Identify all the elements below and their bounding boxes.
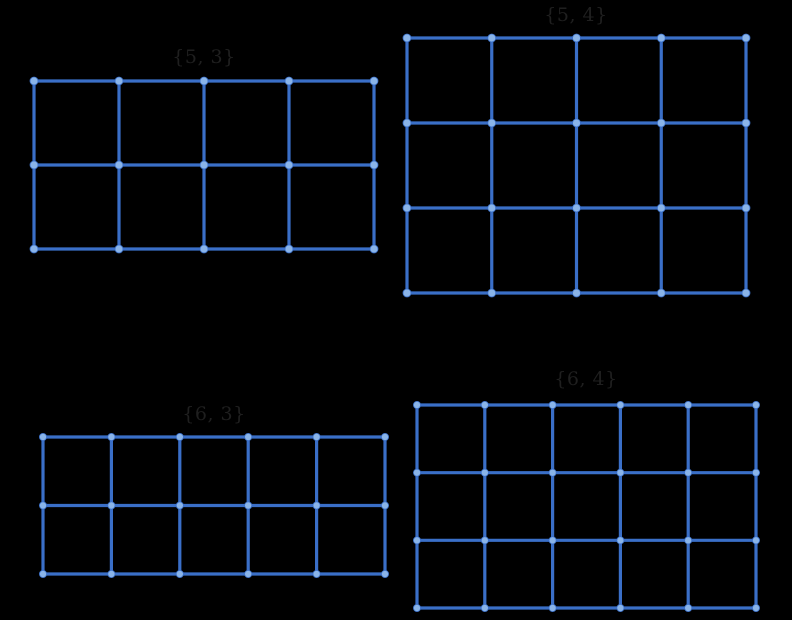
graph-node [39, 570, 48, 579]
graph-node [616, 400, 625, 409]
grid-graph-6-3 [39, 432, 389, 579]
graph-node [487, 33, 497, 43]
graph-node [616, 536, 625, 545]
graph-node [312, 501, 321, 510]
graph-node [487, 118, 497, 128]
graph-node [487, 203, 497, 213]
graph-node [402, 118, 412, 128]
graph-node [107, 501, 116, 510]
graph-node [312, 432, 321, 441]
graph-node [199, 160, 209, 170]
graph-node [284, 76, 294, 86]
graph-node [114, 244, 124, 254]
panel-title-6-3: {6, 3} [182, 403, 246, 425]
graph-node [244, 570, 253, 579]
graph-node [284, 244, 294, 254]
graph-node [412, 400, 421, 409]
graph-node [107, 570, 116, 579]
panel-title-6-4: {6, 4} [554, 368, 618, 390]
graph-node [39, 501, 48, 510]
graph-node [616, 468, 625, 477]
graph-node [572, 203, 581, 213]
graph-node [656, 118, 666, 128]
graph-node [312, 570, 321, 579]
graph-node [752, 400, 761, 409]
graph-node [412, 468, 421, 477]
graph-node [244, 501, 253, 510]
graph-node [284, 160, 294, 170]
graph-node [480, 604, 489, 613]
graph-node [656, 33, 666, 43]
graph-node [412, 604, 421, 613]
graph-node [656, 203, 666, 213]
graph-node [29, 160, 39, 170]
graph-node [572, 118, 581, 128]
graph-node [369, 244, 379, 254]
graph-node [480, 468, 489, 477]
graph-node [548, 536, 557, 545]
graph-node [548, 604, 557, 613]
graph-node [114, 76, 124, 86]
graph-node [741, 118, 751, 128]
graph-node [487, 288, 497, 298]
graph-node [480, 536, 489, 545]
graph-node [29, 244, 39, 254]
panel-title-5-3: {5, 3} [172, 46, 236, 68]
graph-node [380, 501, 389, 510]
graph-node [380, 570, 389, 579]
graph-node [39, 432, 48, 441]
graph-node [548, 468, 557, 477]
graph-node [752, 468, 761, 477]
graph-node [548, 400, 557, 409]
graph-node [656, 288, 666, 298]
graph-node [752, 604, 761, 613]
graph-node [741, 33, 751, 43]
graph-node [369, 76, 379, 86]
graph-node [175, 501, 184, 510]
graph-node [741, 203, 751, 213]
graph-node [29, 76, 39, 86]
graph-node [402, 33, 412, 43]
graph-node [107, 432, 116, 441]
grid-graph-5-3 [29, 76, 379, 254]
graph-node [199, 76, 209, 86]
graph-node [572, 288, 581, 298]
grid-graph-5-4 [402, 33, 751, 298]
graph-node [752, 536, 761, 545]
graph-node [402, 203, 412, 213]
graph-node [114, 160, 124, 170]
graph-node [175, 432, 184, 441]
graph-node [369, 160, 379, 170]
graph-node [684, 400, 693, 409]
graph-node [572, 33, 581, 43]
graph-node [684, 536, 693, 545]
graph-node [412, 536, 421, 545]
panel-title-5-4: {5, 4} [544, 4, 608, 26]
grid-graph-6-4 [412, 400, 761, 613]
graph-node [175, 570, 184, 579]
graph-node [684, 604, 693, 613]
graph-node [684, 468, 693, 477]
graph-node [402, 288, 412, 298]
graph-node [741, 288, 751, 298]
graph-node [616, 604, 625, 613]
graph-node [480, 400, 489, 409]
graph-node [244, 432, 253, 441]
graph-node [380, 432, 389, 441]
graph-node [199, 244, 209, 254]
